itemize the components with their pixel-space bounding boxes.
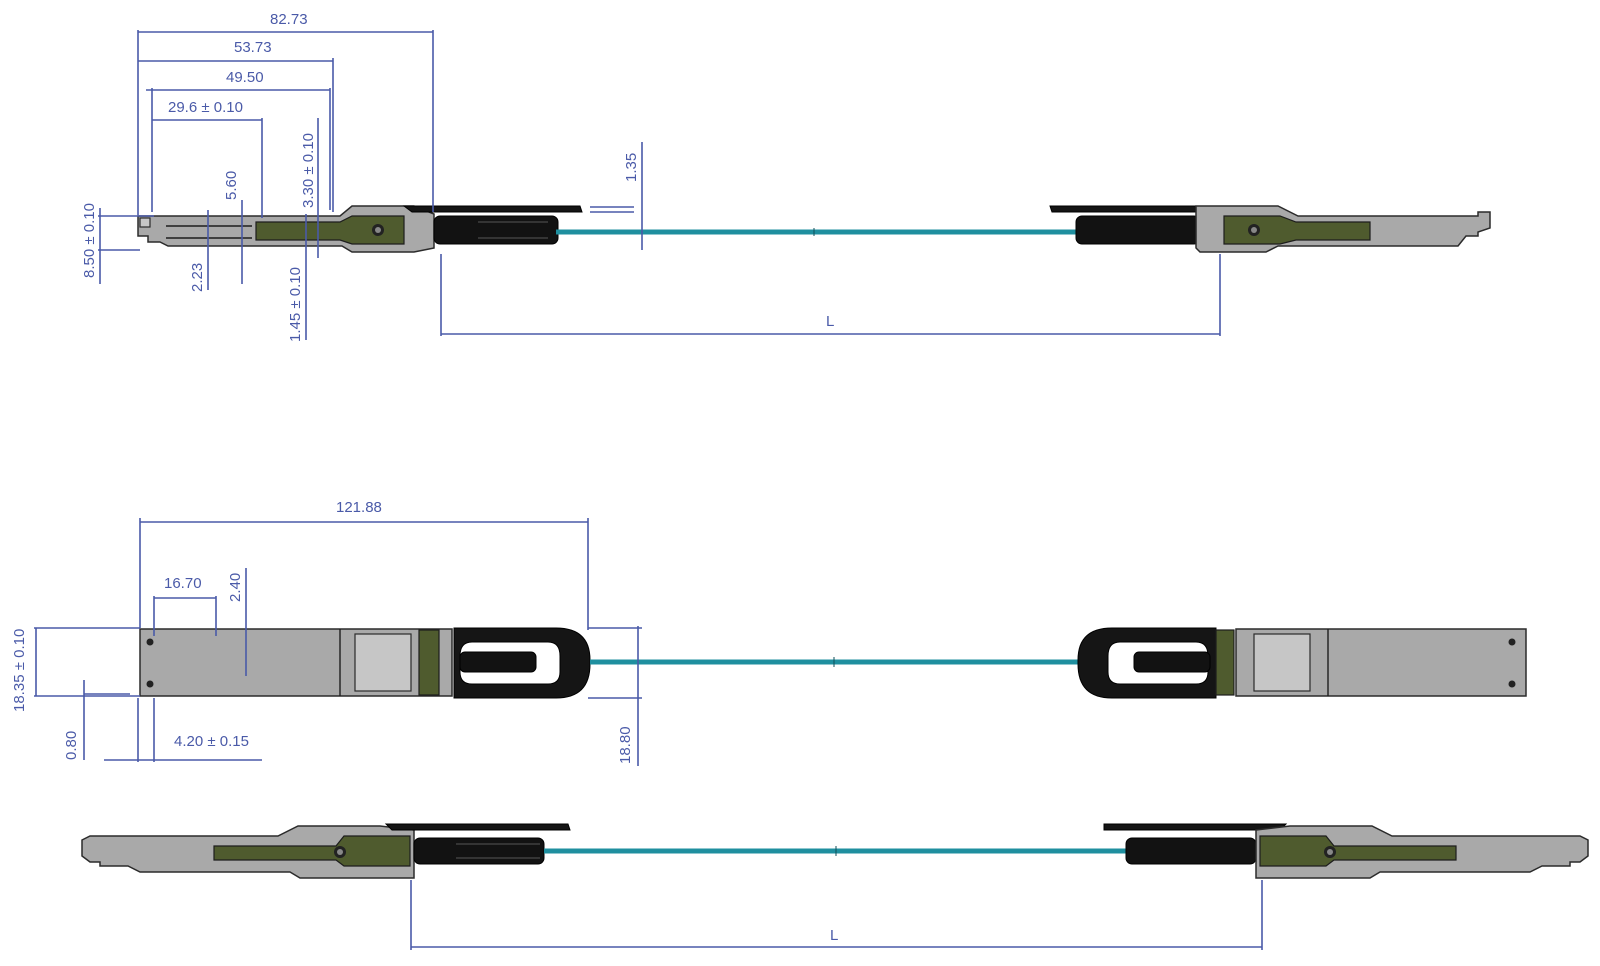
dim-1-35: 1.35 (623, 153, 640, 182)
dim-29-6: 29.6 ± 0.10 (168, 99, 243, 116)
dim-49-50: 49.50 (226, 69, 264, 86)
right-connector-side (1049, 205, 1491, 253)
left-connector-plan (139, 627, 591, 699)
dim-18-80: 18.80 (617, 726, 634, 764)
dim-18-35: 18.35 ± 0.10 (11, 629, 28, 712)
dim-2-40: 2.40 (227, 573, 244, 602)
dim-5-60: 5.60 (223, 171, 240, 200)
right-connector-plan (1077, 627, 1527, 699)
dim-length-top: L (826, 313, 834, 330)
dimensions-plan: 121.88 16.70 2.40 18.35 ± 0.10 0.80 4.20… (11, 499, 642, 766)
left-connector-side (137, 205, 583, 253)
dim-3-30: 3.30 ± 0.10 (300, 133, 317, 208)
dim-4-20: 4.20 ± 0.15 (174, 733, 249, 750)
dimensions-top: 82.73 53.73 49.50 29.6 ± 0.10 5.60 3.30 … (81, 11, 1221, 342)
top-view: 121.88 16.70 2.40 18.35 ± 0.10 0.80 4.20… (11, 499, 1527, 766)
dimensions-bottom: L (410, 880, 1263, 950)
dim-0-80: 0.80 (63, 731, 80, 760)
dim-82-73: 82.73 (270, 11, 308, 28)
dim-length-bottom: L (830, 927, 838, 944)
dim-1-45: 1.45 ± 0.10 (287, 267, 304, 342)
right-connector-bottom (1103, 823, 1589, 879)
dim-2-23: 2.23 (189, 263, 206, 292)
dim-16-70: 16.70 (164, 575, 202, 592)
dim-8-50: 8.50 ± 0.10 (81, 203, 98, 278)
side-view-top: 82.73 53.73 49.50 29.6 ± 0.10 5.60 3.30 … (81, 11, 1491, 342)
dim-53-73: 53.73 (234, 39, 272, 56)
left-connector-bottom (81, 823, 571, 879)
dim-121-88: 121.88 (336, 499, 382, 516)
side-view-bottom: L (81, 823, 1589, 950)
